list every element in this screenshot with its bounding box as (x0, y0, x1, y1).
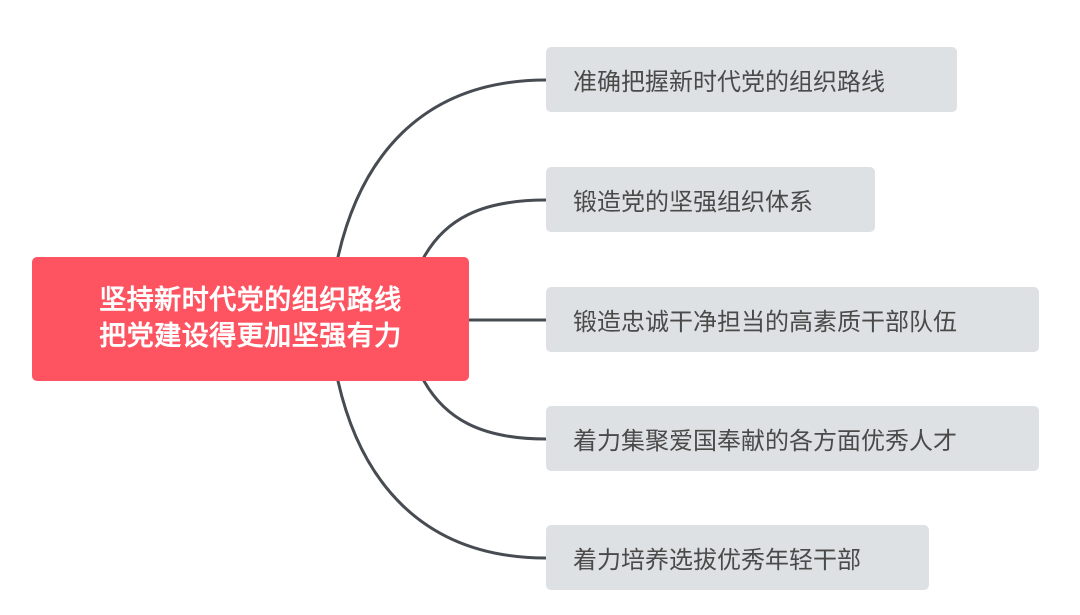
connector-5 (336, 379, 548, 560)
connector-2 (422, 198, 548, 259)
subtopic-label: 着力培养选拔优秀年轻干部 (573, 546, 861, 574)
connector-1 (336, 78, 548, 259)
subtopic-label: 锻造党的坚强组织体系 (573, 188, 813, 216)
root-topic-line-2: 把党建设得更加坚强有力 (99, 321, 402, 352)
subtopic-node-3[interactable]: 锻造忠诚干净担当的高素质干部队伍 (546, 287, 1039, 352)
root-topic-node[interactable]: 坚持新时代党的组织路线 把党建设得更加坚强有力 (32, 257, 469, 381)
subtopic-node-1[interactable]: 准确把握新时代党的组织路线 (546, 47, 957, 112)
subtopic-label: 着力集聚爱国奉献的各方面优秀人才 (573, 427, 957, 455)
root-topic-line-1: 坚持新时代党的组织路线 (99, 285, 402, 316)
subtopic-node-4[interactable]: 着力集聚爱国奉献的各方面优秀人才 (546, 406, 1039, 471)
subtopic-node-5[interactable]: 着力培养选拔优秀年轻干部 (546, 525, 929, 590)
subtopic-node-2[interactable]: 锻造党的坚强组织体系 (546, 167, 875, 232)
subtopic-label: 准确把握新时代党的组织路线 (573, 68, 885, 96)
connector-4 (422, 379, 548, 441)
subtopic-label: 锻造忠诚干净担当的高素质干部队伍 (573, 308, 957, 336)
